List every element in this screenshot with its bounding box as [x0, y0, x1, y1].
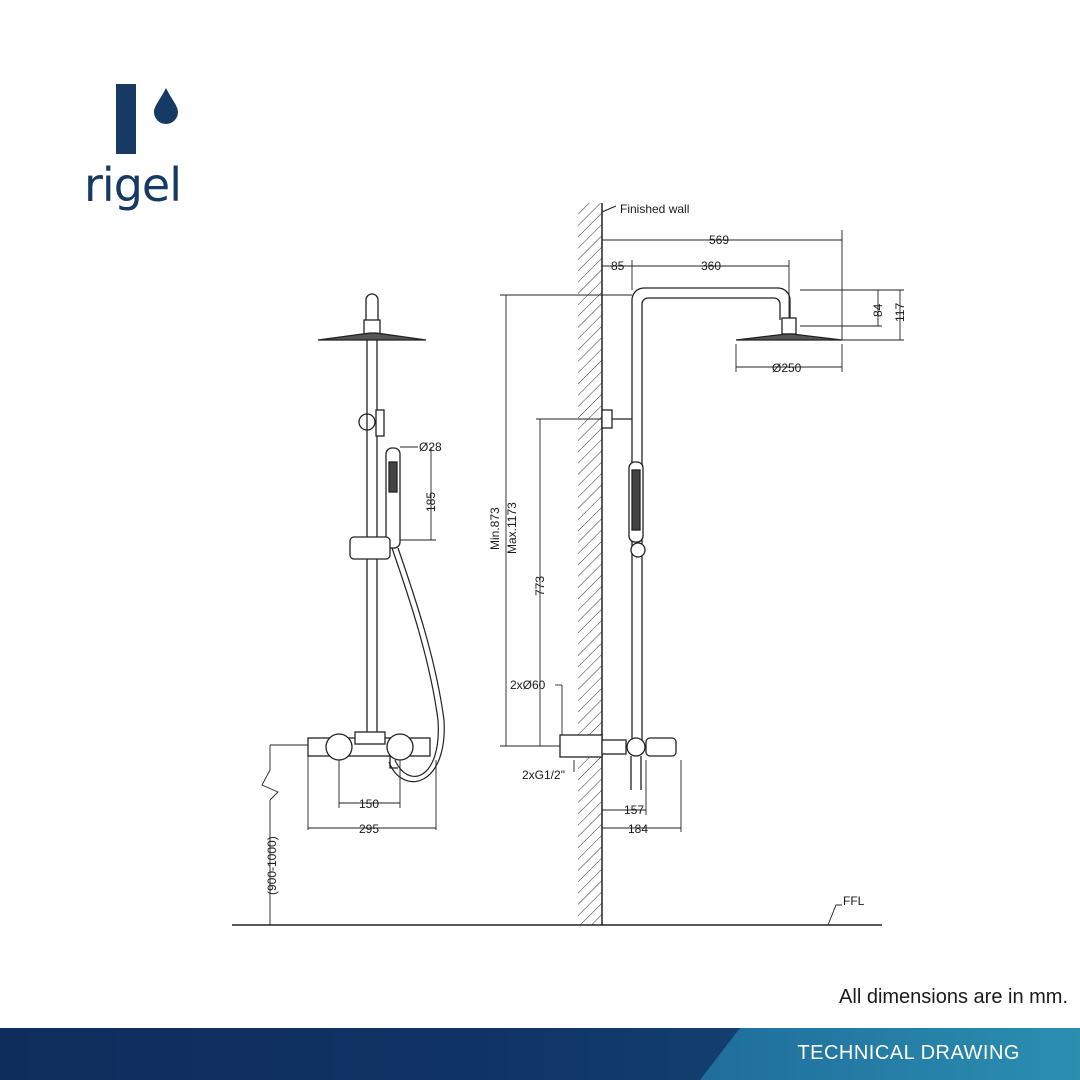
- dim-max-1173: Max.1173: [505, 502, 519, 554]
- dim-117: 117: [893, 303, 907, 322]
- front-view: [307, 293, 445, 783]
- dim-height-range: (900-1000): [265, 836, 279, 895]
- technical-drawing: Finished wall: [232, 202, 907, 926]
- dim-157: 157: [624, 803, 644, 817]
- dim-773: 773: [533, 576, 547, 596]
- brand-name: rigel: [84, 158, 182, 212]
- side-view: [559, 287, 843, 790]
- dim-569: 569: [709, 233, 729, 247]
- dimension-note: All dimensions are in mm.: [839, 986, 1068, 1008]
- footer-label: TECHNICAL DRAWING: [797, 1042, 1020, 1064]
- dim-250: Ø250: [772, 361, 802, 375]
- dim-150: 150: [359, 797, 379, 811]
- dim-185: 185: [424, 492, 438, 512]
- dim-84: 84: [871, 303, 885, 317]
- dim-2xg12: 2xG1/2": [522, 768, 565, 782]
- dim-184: 184: [628, 822, 648, 836]
- footer-background: [0, 1028, 1080, 1080]
- rigel-logo-icon: [116, 84, 178, 154]
- wall-section: [578, 203, 603, 925]
- dim-min-873: Min.873: [488, 507, 502, 550]
- wall-leader: [601, 205, 617, 213]
- side-view-dimensions: [500, 230, 904, 926]
- dim-2x60: 2xØ60: [510, 678, 546, 692]
- ffl-label: FFL: [843, 894, 865, 908]
- front-view-dimensions: [261, 446, 437, 925]
- dim-360: 360: [701, 259, 721, 273]
- finished-wall-label: Finished wall: [620, 202, 689, 216]
- footer-banner: TECHNICAL DRAWING: [0, 1028, 1080, 1080]
- dim-295: 295: [359, 822, 379, 836]
- dim-28: Ø28: [419, 440, 442, 454]
- dim-85: 85: [611, 259, 625, 273]
